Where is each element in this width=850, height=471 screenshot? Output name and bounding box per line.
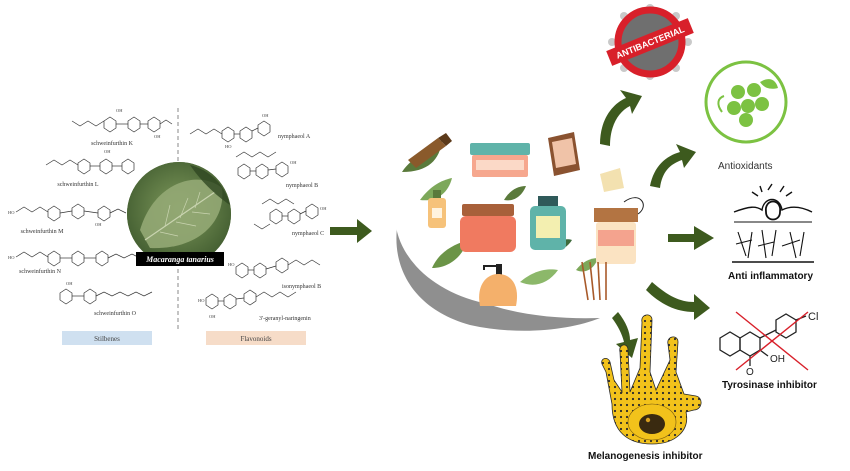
ho-label: HO — [225, 144, 232, 149]
leaf-icon — [420, 178, 452, 201]
oh-label: OH — [66, 281, 73, 286]
pump-bottle-icon — [479, 264, 518, 306]
compound-schweinfurthin-m: schweinfurthin M — [21, 228, 64, 235]
arrow-to-tyrosinase — [646, 282, 710, 320]
chlorine-label: Cl — [808, 311, 818, 323]
compound-geranyl-naringenin: 3'-geranyl-naringenin — [259, 316, 311, 322]
compound-nymphaeol-c: nymphaeol C — [292, 231, 324, 237]
stilbenes-label-box — [62, 331, 152, 345]
leaf-icon — [504, 186, 526, 201]
incense-sticks — [581, 261, 607, 301]
small-bottle-icon — [428, 190, 446, 228]
compound-nymphaeol-a: nymphaeol A — [278, 134, 311, 140]
ho-label: HO — [8, 210, 15, 215]
cosmetics-illustration — [395, 123, 645, 331]
left-panel: OH OH OH HO OH HO OH schweinfurthin K sc… — [8, 108, 327, 345]
oh-label: OH — [154, 134, 161, 139]
mint-bottle-icon — [530, 196, 566, 250]
oh-label: OH — [104, 149, 111, 154]
compound-nymphaeol-b: nymphaeol B — [286, 183, 318, 189]
compound-schweinfurthin-n: schweinfurthin N — [19, 268, 61, 275]
coral-jar-icon — [460, 204, 516, 252]
arrow-to-antibacterial — [600, 90, 642, 146]
antibacterial-icon: ANTIBACTERIAL — [606, 4, 694, 80]
stilbene-structures — [15, 116, 173, 305]
melanocyte-icon — [601, 314, 702, 445]
activity-arrows — [600, 90, 714, 358]
compound-schweinfurthin-k: schweinfurthin K — [91, 140, 133, 147]
oh-label: OH — [320, 206, 327, 211]
ho-label: HO — [198, 298, 205, 303]
candle-jar-icon — [594, 197, 644, 264]
tyrosinase-structure-icon — [719, 311, 809, 371]
arrow-to-melanogenesis — [612, 312, 638, 358]
blob-base — [395, 123, 645, 307]
leaf-icon — [576, 258, 598, 272]
tyrosinase-label: Tyrosinase inhibitor — [722, 380, 817, 391]
ho-label: HO — [8, 255, 15, 260]
box-icon — [600, 168, 624, 192]
oh-label: OH — [209, 314, 216, 319]
hydroxyl-label: OH — [770, 354, 785, 365]
flavonoid-structures — [189, 120, 321, 310]
leaf-icon — [520, 269, 558, 285]
oh-label: OH — [116, 108, 123, 113]
compound-schweinfurthin-l: schweinfurthin L — [57, 181, 98, 188]
plant-label-box — [136, 252, 224, 266]
leaf-icon — [432, 240, 468, 268]
antioxidants-icon — [704, 60, 788, 144]
arrow-to-anti-inflammatory — [668, 226, 714, 250]
compound-schweinfurthin-o: schweinfurthin O — [94, 310, 136, 317]
anti-inflammatory-icon — [732, 183, 814, 263]
stilbenes-label: Stilbenes — [94, 335, 120, 343]
main-arrow — [330, 219, 372, 243]
stilbene-oh-labels: OH OH OH HO OH HO OH — [8, 108, 161, 286]
flavonoid-oh-labels: OH HO OH OH HO HO OH — [198, 113, 327, 319]
flavonoids-label-box — [206, 331, 306, 345]
cream-jar-icon — [470, 143, 530, 177]
oh-label: OH — [95, 222, 102, 227]
tube-icon — [408, 133, 452, 168]
soap-icon — [548, 132, 580, 176]
anti-inflammatory-label: Anti inflammatory — [728, 271, 813, 282]
antioxidants-label: Antioxidants — [718, 161, 772, 172]
compound-isonymphaeol-b: isonymphaeol B — [282, 284, 321, 290]
flavonoids-label: Flavonoids — [240, 335, 271, 343]
oh-label: OH — [290, 160, 297, 165]
macaranga-plant-photo: Macaranga tanarius — [127, 162, 231, 266]
ho-label: HO — [228, 262, 235, 267]
plant-species-label: Macaranga tanarius — [145, 255, 214, 264]
melanogenesis-label: Melanogenesis inhibitor — [588, 451, 703, 462]
oh-label: OH — [262, 113, 269, 118]
arrow-to-antioxidants — [650, 144, 696, 188]
carbonyl-oxygen-label: O — [746, 367, 754, 378]
